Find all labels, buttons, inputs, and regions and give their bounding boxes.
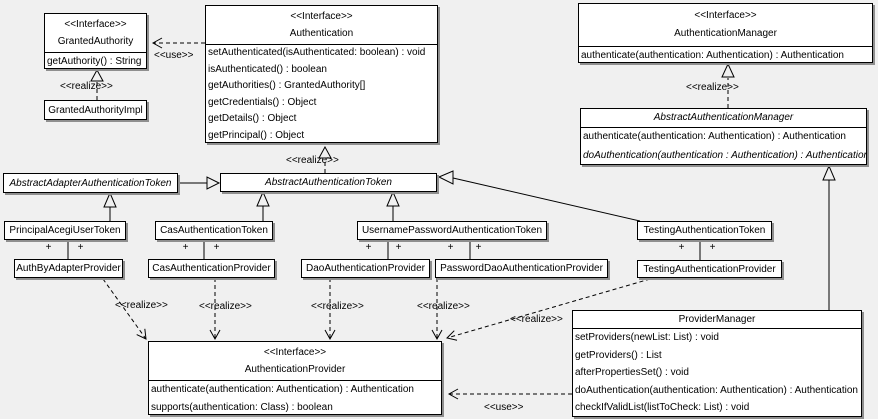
realize-label: <<realize>> bbox=[311, 301, 364, 312]
class-name: TestingAuthenticationProvider bbox=[643, 263, 776, 275]
generalization-arrowhead bbox=[822, 164, 836, 181]
use-label: <<use>> bbox=[484, 402, 524, 413]
class-authentication-provider[interactable]: <<Interface>> AuthenticationProvider aut… bbox=[148, 341, 442, 415]
method: doAuthentication(authentication : Authen… bbox=[583, 149, 866, 161]
class-name: CasAuthenticationToken bbox=[160, 225, 268, 236]
class-testing-authentication-token[interactable]: TestingAuthenticationToken bbox=[637, 221, 772, 240]
realize-arrowhead bbox=[90, 68, 104, 82]
generalization-arrowhead bbox=[437, 170, 454, 185]
class-name: PasswordDaoAuthenticationProvider bbox=[440, 263, 603, 274]
class-abstract-authentication-token[interactable]: AbstractAuthenticationToken bbox=[220, 173, 437, 192]
class-authentication[interactable]: <<Interface>> Authentication setAuthenti… bbox=[205, 5, 438, 143]
class-name: AuthByAdapterProvider bbox=[16, 263, 121, 274]
class-name: AbstractAdapterAuthenticationToken bbox=[9, 177, 172, 189]
class-auth-by-adapter-provider[interactable]: AuthByAdapterProvider bbox=[14, 259, 123, 278]
realize-label: <<realize>> bbox=[199, 301, 252, 312]
class-granted-authority[interactable]: <<Interface>> GrantedAuthority getAuthor… bbox=[44, 13, 147, 69]
use-label: <<use>> bbox=[154, 50, 194, 61]
method: setAuthenticated(isAuthenticated: boolea… bbox=[208, 47, 426, 58]
class-name: GrantedAuthority bbox=[57, 36, 134, 47]
method: authenticate(authentication: Authenticat… bbox=[581, 50, 844, 61]
generalization-arrowhead bbox=[103, 191, 117, 208]
method: afterPropertiesSet() : void bbox=[575, 367, 689, 379]
association-plus: + bbox=[182, 242, 189, 253]
association-plus: + bbox=[678, 242, 685, 253]
class-name: DaoAuthenticationProvider bbox=[306, 263, 425, 274]
association-plus: + bbox=[365, 242, 372, 253]
realize-label: <<realize>> bbox=[115, 300, 168, 311]
class-password-dao-authentication-provider[interactable]: PasswordDaoAuthenticationProvider bbox=[435, 259, 608, 278]
class-authentication-manager[interactable]: <<Interface>> AuthenticationManager auth… bbox=[578, 3, 873, 63]
method: getAuthority() : String bbox=[47, 56, 142, 67]
class-username-password-authentication-token[interactable]: UsernamePasswordAuthenticationToken bbox=[357, 221, 547, 240]
association-plus: + bbox=[77, 242, 84, 253]
realize-label: <<realize>> bbox=[286, 155, 339, 166]
generalization-arrowhead bbox=[256, 190, 270, 207]
association-plus: + bbox=[447, 242, 454, 253]
method: authenticate(authentication: Authenticat… bbox=[151, 384, 414, 395]
class-name: GrantedAuthorityImpl bbox=[48, 104, 143, 116]
method: getCredentials() : Object bbox=[208, 96, 317, 108]
association-plus: + bbox=[213, 242, 220, 253]
generalization-testingtoken bbox=[452, 177, 641, 222]
class-dao-authentication-provider[interactable]: DaoAuthenticationProvider bbox=[301, 259, 430, 278]
class-name: ProviderManager bbox=[678, 314, 756, 325]
method: authenticate(authentication: Authenticat… bbox=[583, 131, 846, 142]
stereotype-label: <<Interface>> bbox=[263, 347, 327, 358]
class-abstract-adapter-authentication-token[interactable]: AbstractAdapterAuthenticationToken bbox=[3, 173, 178, 193]
class-provider-manager[interactable]: ProviderManager setProviders(newList: Li… bbox=[572, 310, 862, 417]
method: doAuthentication(authentication: Authent… bbox=[575, 384, 858, 396]
class-name: AuthenticationManager bbox=[674, 28, 777, 39]
class-name: AbstractAuthenticationToken bbox=[265, 177, 392, 188]
class-name: Authentication bbox=[289, 28, 354, 39]
class-name: TestingAuthenticationToken bbox=[643, 225, 766, 236]
class-name: AbstractAuthenticationManager bbox=[653, 112, 794, 123]
realize-label: <<realize>> bbox=[60, 81, 113, 92]
class-cas-authentication-provider[interactable]: CasAuthenticationProvider bbox=[148, 259, 275, 278]
realize-label: <<realize>> bbox=[417, 301, 470, 312]
method: setProviders(newList: List) : void bbox=[575, 332, 719, 343]
association-plus: + bbox=[395, 242, 402, 253]
method: getProviders() : List bbox=[575, 349, 662, 361]
method: isAuthenticated() : boolean bbox=[208, 63, 327, 75]
method: supports(authentication: Class) : boolea… bbox=[151, 401, 333, 413]
method: getPrincipal() : Object bbox=[208, 129, 305, 141]
class-name: UsernamePasswordAuthenticationToken bbox=[361, 225, 543, 236]
stereotype-label: <<Interface>> bbox=[290, 11, 353, 22]
realize-label: <<realize>> bbox=[510, 314, 563, 325]
association-plus: + bbox=[709, 242, 716, 253]
class-granted-authority-impl[interactable]: GrantedAuthorityImpl bbox=[44, 100, 147, 120]
class-abstract-authentication-manager[interactable]: AbstractAuthenticationManager authentica… bbox=[580, 108, 867, 165]
realize-arrowhead bbox=[721, 62, 735, 78]
realize-arrowhead bbox=[318, 145, 332, 159]
class-cas-authentication-token[interactable]: CasAuthenticationToken bbox=[155, 221, 273, 240]
class-testing-authentication-provider[interactable]: TestingAuthenticationProvider bbox=[637, 260, 782, 278]
stereotype-label: <<Interface>> bbox=[694, 10, 757, 21]
class-name: AuthenticationProvider bbox=[244, 364, 346, 375]
method: getAuthorities() : GrantedAuthority[] bbox=[208, 80, 366, 92]
stereotype-label: <<Interface>> bbox=[64, 19, 127, 30]
generalization-arrowhead bbox=[386, 190, 400, 207]
realize-edge-authbyadapter bbox=[102, 278, 147, 340]
method: getDetails() : Object bbox=[208, 113, 297, 125]
method: checkIfValidList(listToCheck: List) : vo… bbox=[575, 402, 750, 414]
association-plus: + bbox=[45, 242, 52, 253]
class-name: CasAuthenticationProvider bbox=[152, 263, 271, 274]
class-name: PrincipalAcegiUserToken bbox=[9, 225, 121, 236]
class-principal-acegi-user-token[interactable]: PrincipalAcegiUserToken bbox=[4, 221, 126, 240]
generalization-arrowhead bbox=[206, 176, 221, 190]
association-plus: + bbox=[475, 242, 482, 253]
realize-label: <<realize>> bbox=[686, 82, 739, 93]
